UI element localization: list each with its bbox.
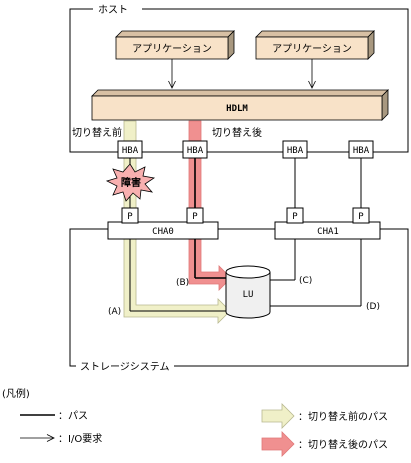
port-label: P	[127, 212, 133, 222]
legend-before-label: ：切り替え前のパス	[298, 410, 388, 423]
fault-burst: 障害	[105, 163, 156, 202]
legend-after-arrow	[261, 431, 295, 457]
storage-frame: ストレージシステム	[69, 228, 409, 373]
legend-path-label: ：パス	[58, 410, 88, 422]
hba-label: HBA	[353, 146, 370, 156]
application-box-1: アプリケーション	[115, 30, 235, 60]
legend: (凡例) ：パス ：I/O要求 ：切り替え前のパス ：切り替え後のパス	[2, 387, 388, 457]
legend-io-arrow	[20, 434, 55, 442]
application-label: アプリケーション	[132, 43, 212, 55]
application-label: アプリケーション	[272, 43, 352, 55]
legend-after-label: ：切り替え後のパス	[298, 438, 388, 451]
port-label: P	[358, 212, 364, 222]
host-label: ホスト	[98, 4, 128, 16]
hba-label: HBA	[187, 146, 204, 156]
hba-label: HBA	[287, 146, 304, 156]
port: P	[186, 207, 204, 224]
switch-after-label: 切り替え後	[212, 126, 262, 139]
port-label: P	[192, 212, 198, 222]
legend-before-arrow	[261, 403, 295, 429]
port: P	[286, 207, 304, 224]
fault-label: 障害	[121, 176, 141, 189]
legend-io-label: ：I/O要求	[58, 433, 102, 445]
lu-cylinder: LU	[225, 265, 271, 319]
path-marker-b: (B)	[176, 278, 189, 288]
cha-label: CHA1	[317, 227, 339, 237]
io-request-arrows	[168, 59, 316, 89]
hba-label: HBA	[122, 146, 139, 156]
switch-before-label: 切り替え前	[72, 126, 122, 139]
application-box-2: アプリケーション	[255, 30, 375, 60]
port-label: P	[292, 212, 298, 222]
channel-adapter-0: CHA0	[107, 221, 219, 240]
path-marker-d: (D)	[366, 302, 380, 312]
legend-title: (凡例)	[2, 387, 30, 400]
cha-label: CHA0	[152, 227, 174, 237]
path-marker-c: (C)	[299, 276, 312, 286]
path-lines	[129, 158, 362, 312]
hba-box: HBA	[282, 140, 308, 159]
host-frame: ホスト	[69, 4, 409, 153]
hba-box: HBA	[117, 140, 143, 159]
storage-label: ストレージシステム	[80, 361, 170, 373]
hba-box: HBA	[348, 140, 374, 159]
channel-adapter-1: CHA1	[274, 221, 381, 240]
port: P	[352, 207, 370, 224]
hba-box: HBA	[182, 140, 208, 159]
port: P	[121, 207, 139, 224]
path-marker-a: (A)	[108, 307, 121, 317]
after-switch-path	[188, 120, 232, 291]
hdlm-label: HDLM	[226, 104, 248, 114]
hdlm-box: HDLM	[91, 89, 389, 121]
lu-label: LU	[243, 290, 254, 300]
